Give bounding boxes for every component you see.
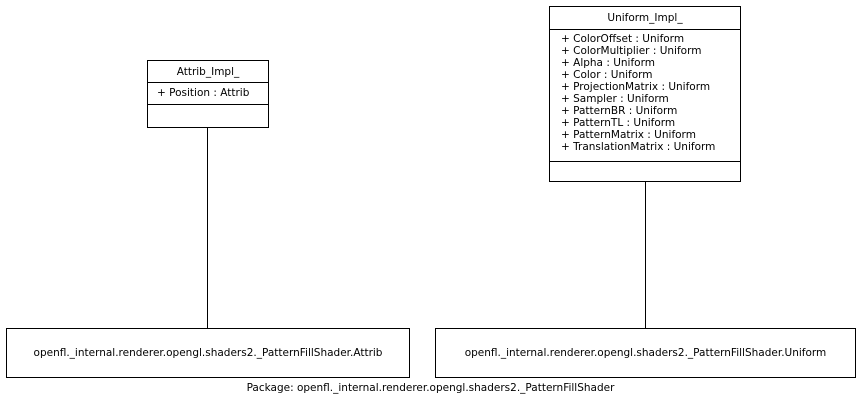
- attrib-connector-line: [207, 127, 208, 329]
- attribute-line: + ColorOffset : Uniform: [561, 33, 685, 45]
- class-attributes: + Position : Attrib: [148, 83, 268, 105]
- attribute-line: + Position : Attrib: [157, 87, 250, 99]
- package-caption: Package: openfl._internal.renderer.openg…: [246, 382, 615, 394]
- attribute-line: + TranslationMatrix : Uniform: [561, 141, 716, 153]
- attribute-line: + Alpha : Uniform: [561, 57, 655, 69]
- attribute-line: + PatternTL : Uniform: [561, 117, 676, 129]
- attrib-target-box[interactable]: openfl._internal.renderer.opengl.shaders…: [6, 328, 410, 378]
- attribute-line: + Sampler : Uniform: [561, 93, 669, 105]
- attribute-line: + PatternMatrix : Uniform: [561, 129, 696, 141]
- attribute-line: + ProjectionMatrix : Uniform: [561, 81, 711, 93]
- attribute-line: + PatternBR : Uniform: [561, 105, 678, 117]
- uniform-impl-class-box[interactable]: Uniform_Impl_ + ColorOffset : Uniform + …: [549, 6, 741, 182]
- attribute-line: + Color : Uniform: [561, 69, 653, 81]
- uniform-connector-line: [645, 181, 646, 329]
- class-operations: [148, 105, 268, 127]
- class-operations: [550, 162, 740, 181]
- class-attributes: + ColorOffset : Uniform + ColorMultiplie…: [550, 30, 740, 162]
- uniform-target-box[interactable]: openfl._internal.renderer.opengl.shaders…: [435, 328, 856, 378]
- attrib-impl-class-box[interactable]: Attrib_Impl_ + Position : Attrib: [147, 60, 269, 128]
- attribute-line: + ColorMultiplier : Uniform: [561, 45, 702, 57]
- class-name: Uniform_Impl_: [550, 7, 740, 30]
- class-name: Attrib_Impl_: [148, 61, 268, 83]
